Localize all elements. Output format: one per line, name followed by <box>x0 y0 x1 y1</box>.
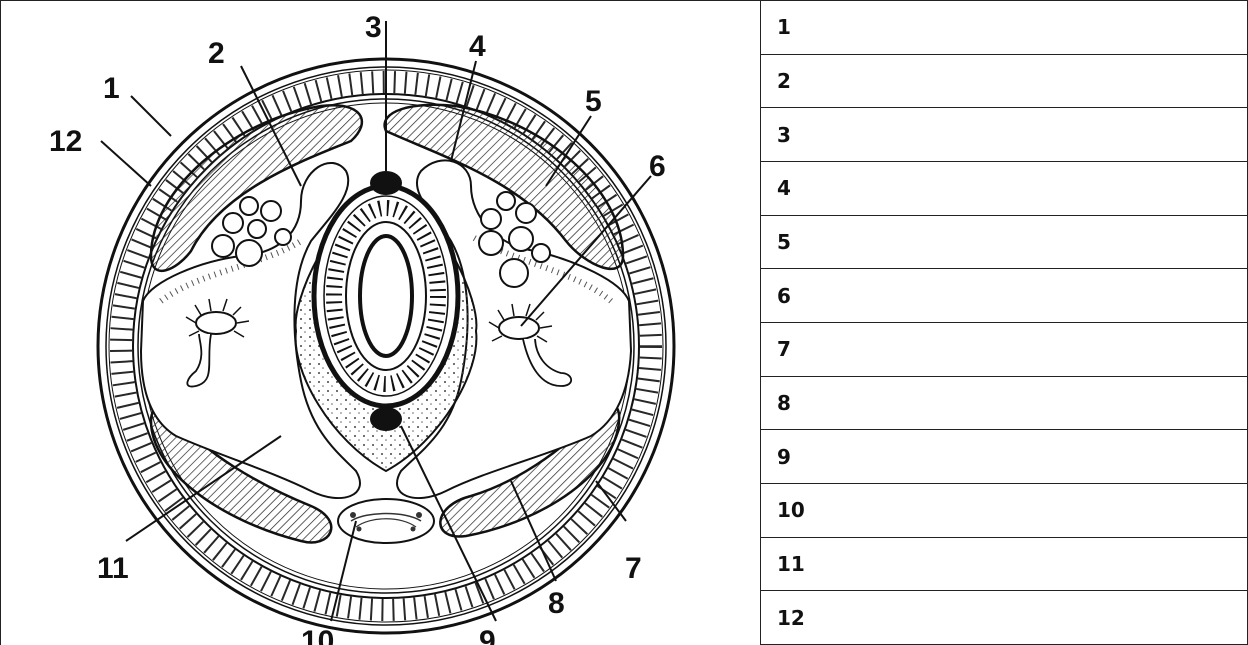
row-number-5[interactable]: 5 <box>761 215 1248 269</box>
callout-2: 2 <box>208 37 225 70</box>
table-row: 12 <box>761 591 1248 645</box>
row-number-8[interactable]: 8 <box>761 376 1248 430</box>
answer-table: 1 2 3 4 5 6 7 8 9 10 11 12 <box>760 0 1248 645</box>
table-row: 5 <box>761 215 1248 269</box>
table-row: 2 <box>761 54 1248 108</box>
table-row: 4 <box>761 161 1248 215</box>
table-row: 7 <box>761 322 1248 376</box>
callout-9: 9 <box>479 625 496 645</box>
row-number-1[interactable]: 1 <box>761 1 1248 55</box>
row-number-6[interactable]: 6 <box>761 269 1248 323</box>
table-row: 8 <box>761 376 1248 430</box>
table-row: 3 <box>761 108 1248 162</box>
diagram-svg: 1 2 3 4 5 6 7 8 9 10 11 12 <box>1 1 760 645</box>
table-row: 1 <box>761 1 1248 55</box>
row-number-3[interactable]: 3 <box>761 108 1248 162</box>
callout-1: 1 <box>103 72 120 105</box>
row-number-2[interactable]: 2 <box>761 54 1248 108</box>
row-number-9[interactable]: 9 <box>761 430 1248 484</box>
callout-11: 11 <box>97 552 129 585</box>
table-row: 9 <box>761 430 1248 484</box>
callout-5: 5 <box>585 85 602 118</box>
row-number-7[interactable]: 7 <box>761 322 1248 376</box>
row-number-4[interactable]: 4 <box>761 161 1248 215</box>
cross-section-diagram: 1 2 3 4 5 6 7 8 9 10 11 12 <box>0 0 760 645</box>
row-number-11[interactable]: 11 <box>761 537 1248 591</box>
table-row: 6 <box>761 269 1248 323</box>
row-number-10[interactable]: 10 <box>761 483 1248 537</box>
callout-4: 4 <box>469 30 486 63</box>
callout-12: 12 <box>49 125 82 158</box>
table-row: 11 <box>761 537 1248 591</box>
table-row: 10 <box>761 483 1248 537</box>
callout-7: 7 <box>625 552 642 585</box>
callout-10: 10 <box>301 625 334 645</box>
row-number-12[interactable]: 12 <box>761 591 1248 645</box>
callout-3: 3 <box>365 11 382 44</box>
callout-8: 8 <box>548 587 565 620</box>
callout-6: 6 <box>649 150 666 183</box>
